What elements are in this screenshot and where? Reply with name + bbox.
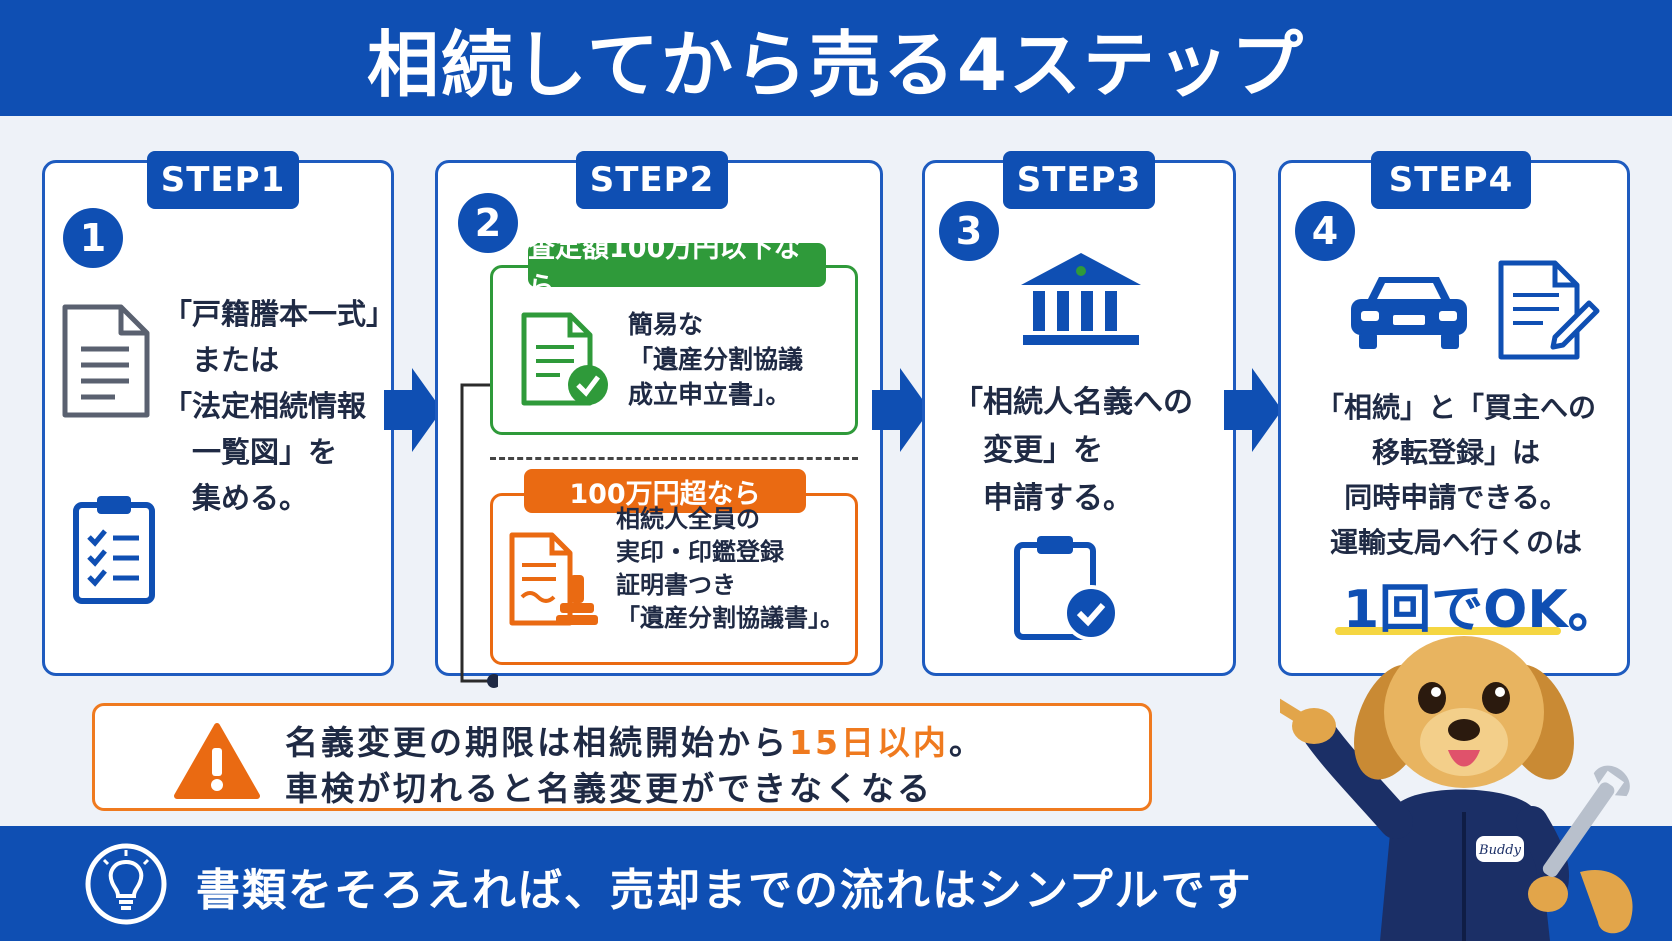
government-building-icon — [1021, 253, 1141, 345]
clipboard-check-icon — [1014, 536, 1119, 641]
arrow-right-icon — [872, 368, 930, 452]
step4-card: STEP4 4 「相続」と「買主への 移転登録」は 同時申請できる。 運輸支局へ… — [1278, 151, 1630, 676]
step4-text: 「相続」と「買主への 移転登録」は 同時申請できる。 運輸支局へ行くのは — [1315, 391, 1596, 559]
warning-icon — [174, 723, 260, 799]
deadline-highlight: 15日以内 — [789, 723, 949, 762]
step1-card: STEP1 1 「戸籍謄本一式」 または 「法定相続情報 一覧図」を 集める。 — [42, 151, 396, 676]
step3-number: 3 — [939, 201, 999, 261]
warning-line2: 車検が切れると名義変更ができなくなる — [285, 769, 933, 808]
step4-number: 4 — [1295, 201, 1355, 261]
step1-number: 1 — [63, 208, 123, 268]
checklist-icon — [73, 496, 155, 604]
footer-text: 書類をそろえれば、売却までの流れはシンプルです — [196, 865, 1253, 916]
header-banner: 相続してから売る4ステップ — [0, 0, 1672, 116]
document-stamp-icon — [509, 532, 598, 626]
step4-highlight: 1回でOK。 — [1343, 580, 1620, 640]
warning-text: 名義変更の期限は相続開始から15日以内。 車検が切れると名義変更ができなくなる — [285, 720, 985, 812]
option-a-label: 査定額100万円以下なら — [528, 233, 826, 303]
wrench-icon — [1542, 765, 1630, 877]
step2-card: STEP2 2 査定額100万円以下なら 簡易な 「遺産分割協議 成立申立書」。… — [435, 151, 883, 688]
divider-dashed — [490, 457, 858, 460]
step2-tab: STEP2 — [576, 151, 728, 209]
option-b-text: 相続人全員の 実印・印鑑登録 証明書つき 「遺産分割協議書」。 — [616, 505, 844, 632]
document-check-icon — [521, 312, 608, 406]
lightbulb-icon — [85, 843, 167, 925]
dog-mascot-icon: Buddy — [1280, 636, 1633, 941]
option-a-box — [490, 265, 858, 435]
step3-tab: STEP3 — [1003, 151, 1155, 209]
step1-tab: STEP1 — [147, 151, 299, 209]
step4-tab: STEP4 — [1371, 151, 1531, 209]
option-b-label: 100万円超なら — [524, 469, 806, 513]
branch-connector — [460, 383, 498, 688]
document-pen-icon — [1498, 260, 1600, 360]
arrow-right-icon — [384, 368, 442, 452]
warning-line1: 名義変更の期限は相続開始から15日以内。 — [285, 723, 985, 762]
step2-number: 2 — [458, 193, 518, 253]
option-a-text: 簡易な 「遺産分割協議 成立申立書」。 — [628, 310, 804, 409]
step3-card: STEP3 3 「相続人名義への 変更」を 申請する。 — [922, 151, 1236, 676]
warning-box: 名義変更の期限は相続開始から15日以内。 車検が切れると名義変更ができなくなる — [92, 703, 1152, 811]
highlight-underline — [1335, 627, 1561, 635]
page-title: 相続してから売る4ステップ — [367, 22, 1305, 107]
mascot-badge: Buddy — [1478, 843, 1522, 858]
arrow-right-icon — [1224, 368, 1282, 452]
document-icon — [62, 304, 150, 418]
car-icon — [1351, 277, 1467, 349]
step3-text: 「相続人名義への 変更」を 申請する。 — [953, 385, 1193, 516]
step1-text: 「戸籍謄本一式」 または 「法定相続情報 一覧図」を 集める。 — [163, 297, 396, 515]
